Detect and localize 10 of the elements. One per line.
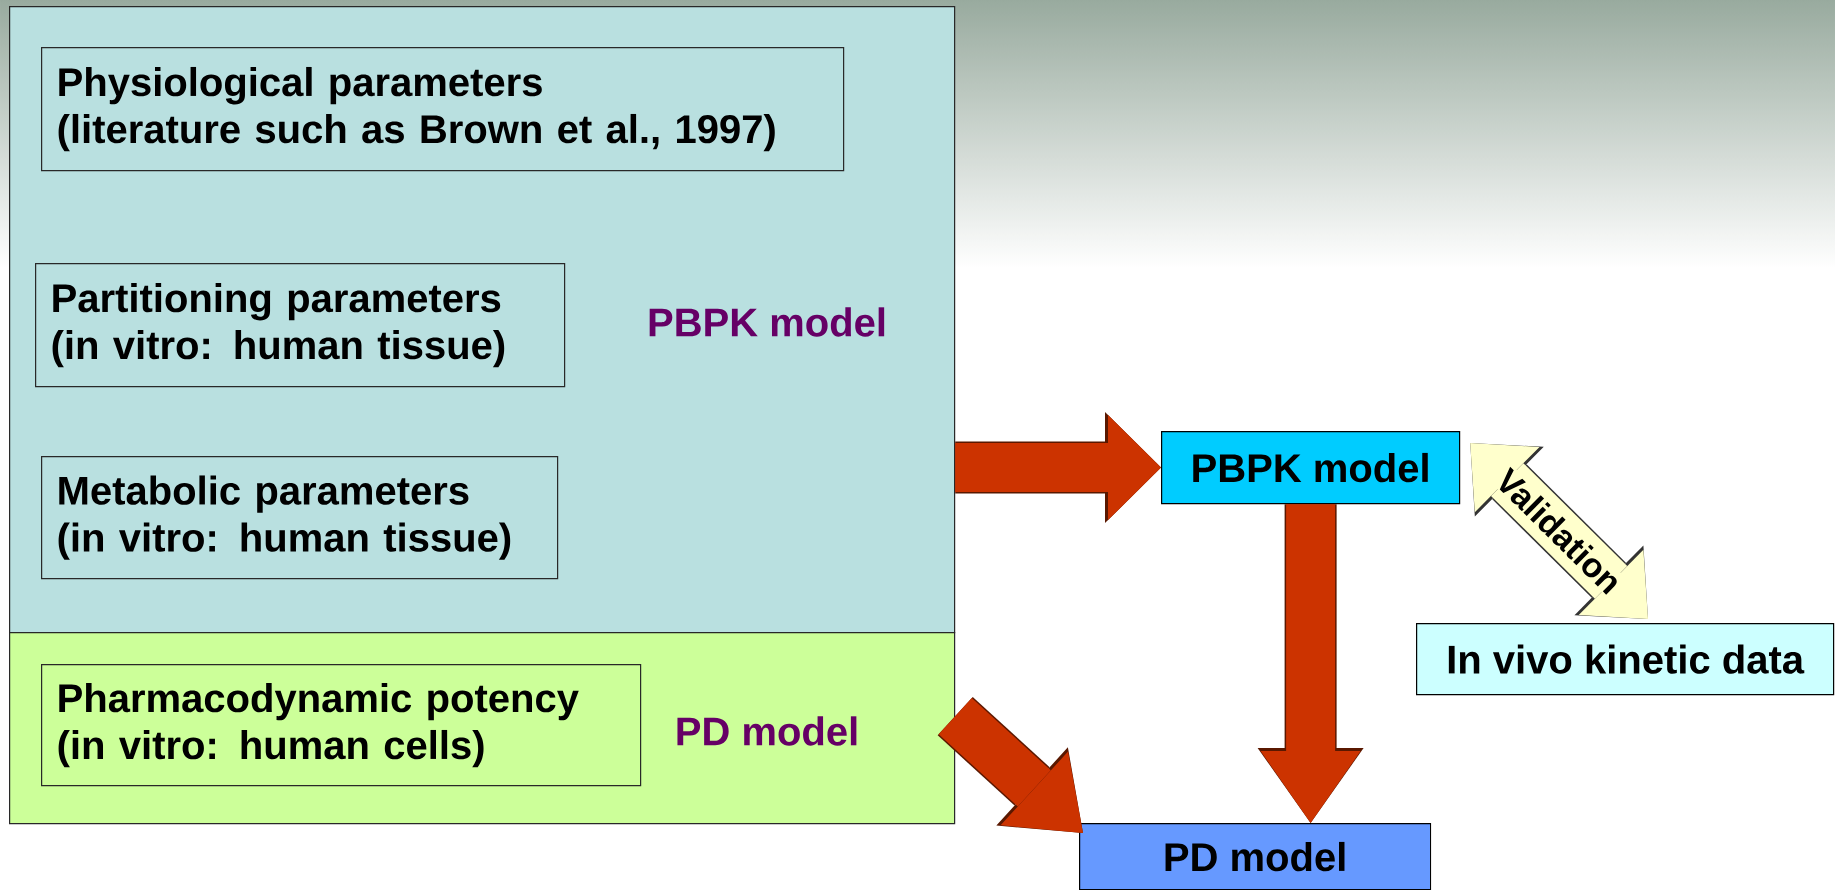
model-box: In vivo kinetic data bbox=[1416, 623, 1835, 696]
model-box: PD model bbox=[1079, 823, 1432, 890]
block-arrow bbox=[955, 412, 1161, 524]
block-arrow bbox=[1257, 504, 1364, 823]
parameter-box: Partitioning parameters (in vitro: human tissue) bbox=[35, 263, 566, 388]
block-arrow bbox=[937, 696, 1083, 833]
parameter-box: Physiological parameters (literature such as Brown et al., 1997) bbox=[41, 47, 845, 172]
model-box: PBPK model bbox=[1161, 431, 1461, 505]
parameter-box: Metabolic parameters (in vitro: human tissue) bbox=[41, 456, 559, 580]
parameter-box: Pharmacodynamic potency (in vitro: human cells) bbox=[41, 664, 642, 787]
